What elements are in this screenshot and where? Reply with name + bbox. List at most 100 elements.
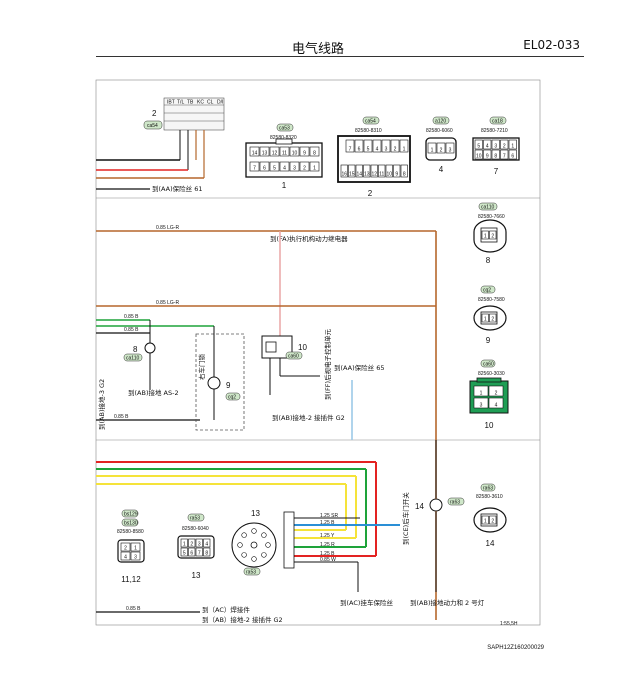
connector-14-pin: 1 bbox=[484, 519, 487, 525]
connector-2-pin: 8 bbox=[403, 172, 406, 178]
label-to-ac-weld: 到（AC）焊接件 bbox=[202, 605, 250, 614]
connector-11-12-part: 82580-8580 bbox=[117, 529, 144, 535]
component-13-pin bbox=[241, 532, 247, 538]
note-small: 1:55,5H bbox=[500, 621, 518, 627]
label-to-ce-doorswitch: 到(CE)后车门开关 bbox=[401, 492, 410, 545]
bus-wire-code: 1.25 B bbox=[320, 551, 335, 557]
connector-1-pin: 7 bbox=[253, 166, 256, 172]
wire-code-w1: 0.85 LG-R bbox=[156, 225, 179, 231]
connector-10-pin-box bbox=[473, 385, 489, 397]
connector-2-pin: 16 bbox=[341, 172, 347, 178]
connector-13-pin-box bbox=[195, 538, 203, 548]
label-to-fa-relay: 到(FA)执行机构动力继电器 bbox=[270, 234, 348, 243]
connector-7-pin-box bbox=[491, 149, 500, 160]
connector-7-pin-box bbox=[474, 149, 483, 160]
connector-2-pin: 3 bbox=[385, 147, 388, 153]
connector-1-pin-box bbox=[299, 146, 310, 157]
wire-code-w5: 0.85 B bbox=[114, 414, 129, 420]
connector-2-pin-box bbox=[385, 164, 393, 178]
connector-11-12-pin: 1 bbox=[134, 546, 137, 552]
connector-9-pin-box bbox=[481, 313, 489, 323]
label-to-aa-fuse65: 到(AA)保险丝 65 bbox=[334, 363, 384, 372]
connector-4-part: 82580-6060 bbox=[426, 128, 453, 134]
connector-2-pin-box bbox=[372, 139, 382, 153]
connector-11-12-pin-box bbox=[130, 551, 141, 561]
wire-code-w2: 0.85 LG-R bbox=[156, 300, 179, 306]
connector-11-12-num: 11,12 bbox=[121, 575, 141, 584]
connector-2-badge: ca54 bbox=[365, 119, 376, 125]
connector-2-pin: 4 bbox=[376, 147, 379, 153]
component-14-num: 14 bbox=[415, 502, 424, 511]
connector-7-pin: 10 bbox=[476, 154, 482, 160]
connector-1-pin: 3 bbox=[293, 166, 296, 172]
connector-14-part: 82580-3610 bbox=[476, 494, 503, 500]
connector-1-pin: 5 bbox=[273, 166, 276, 172]
label-to-ff-controller: 到(FF)后视电子控制单元 bbox=[323, 328, 332, 400]
connector-4-pin-box bbox=[427, 142, 437, 154]
component-13: 13 ra53 bbox=[231, 509, 277, 576]
connector-14-badge: ra63 bbox=[483, 486, 493, 492]
connector-1-pin: 12 bbox=[272, 151, 278, 157]
label-to-ab-g2: 到(AB)接地-2 接插件 G2 bbox=[272, 413, 345, 422]
connector-13-pin: 4 bbox=[205, 542, 208, 548]
connector-2-pin-box bbox=[340, 164, 348, 178]
connector-2-pin: 14 bbox=[356, 172, 362, 178]
connector-7-pin: 2 bbox=[503, 144, 506, 150]
connector-1-pin-box bbox=[289, 161, 300, 172]
page-code: EL02-033 bbox=[523, 38, 580, 52]
connector-1-pin: 10 bbox=[292, 151, 298, 157]
label-right-door-lock: 右车门锁 bbox=[197, 354, 206, 381]
connector-2-pin-box bbox=[355, 164, 363, 178]
connector-11-badge: bs129 bbox=[124, 512, 138, 518]
connector-2-pin-box bbox=[399, 139, 409, 153]
connector-1-pin: 4 bbox=[283, 166, 286, 172]
bus-wire-code: 1.25 B bbox=[320, 520, 335, 526]
connector-7-num: 7 bbox=[494, 167, 499, 176]
connector-7-pin-box bbox=[500, 149, 509, 160]
connector-1-pin-box bbox=[309, 146, 320, 157]
component-10-badge: ca60 bbox=[288, 354, 299, 360]
connector-1-pin-box bbox=[269, 146, 280, 157]
connector-10-part: 82560-3030 bbox=[478, 371, 505, 377]
connector-2-pin: 6 bbox=[358, 147, 361, 153]
label-to-ab-as3: 到(AB)接地-3 G2 bbox=[97, 379, 106, 430]
connector-11-12-pin: 4 bbox=[124, 555, 127, 561]
component-9-num: 9 bbox=[226, 381, 231, 390]
connector-8-pin: 1 bbox=[484, 234, 487, 240]
top-left-header-cell: CL bbox=[207, 100, 214, 106]
connector-13-pin-box bbox=[195, 547, 203, 557]
connector-4-pin: 2 bbox=[440, 148, 443, 154]
connector-2-pin-box bbox=[381, 139, 391, 153]
connector-2-pin: 1 bbox=[403, 147, 406, 153]
connector-1-pin-box bbox=[299, 161, 310, 172]
connector-2-pin-box bbox=[348, 164, 356, 178]
connector-1-pin: 8 bbox=[313, 151, 316, 157]
connector-9-badge: cq2 bbox=[483, 288, 491, 294]
component-8: 8 ca110 bbox=[123, 342, 156, 362]
component-14-badge: ra63 bbox=[450, 500, 460, 506]
top-left-table bbox=[163, 97, 225, 131]
connector-14-num: 14 bbox=[486, 539, 495, 548]
connector-7-pin: 8 bbox=[494, 154, 497, 160]
connector-2-pin-box bbox=[363, 139, 373, 153]
top-left-header-cell: T/L bbox=[177, 100, 184, 106]
connector-13-pin: 2 bbox=[190, 542, 193, 548]
connector-9-pin: 1 bbox=[484, 317, 487, 323]
connector-7-badge: ca18 bbox=[492, 119, 503, 125]
switch-13-frame bbox=[283, 511, 295, 569]
connector-7-pin: 4 bbox=[486, 144, 489, 150]
connector-11-12-pin-box bbox=[130, 542, 141, 552]
component-13-pin bbox=[251, 556, 257, 562]
connector-1-pin: 14 bbox=[252, 151, 258, 157]
connector-1-pin: 2 bbox=[303, 166, 306, 172]
connector-2-pin: 11 bbox=[379, 172, 384, 178]
connector-4-num: 4 bbox=[439, 165, 444, 174]
connector-13-pin-box bbox=[203, 547, 211, 557]
connector-9-part: 82580-7580 bbox=[478, 297, 505, 303]
